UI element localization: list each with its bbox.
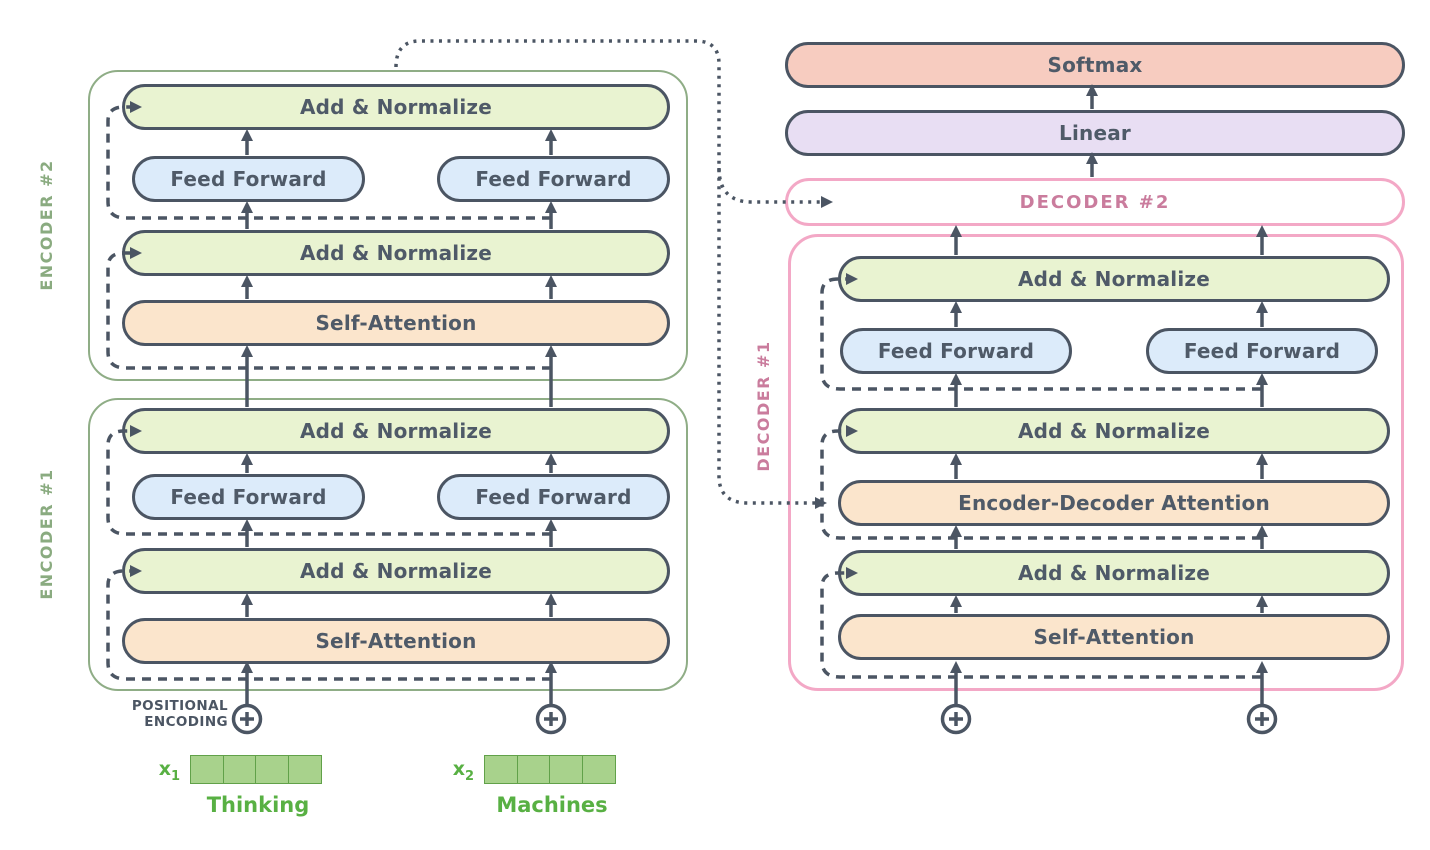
plus-circle-icon — [535, 703, 567, 735]
plus-circle-icon — [231, 703, 263, 735]
embedding-x1-vector — [190, 755, 322, 784]
input-word-machines: Machines — [496, 793, 608, 817]
plus-circle-icon — [940, 703, 972, 735]
decoder1-self-attention: Self-Attention — [838, 614, 1390, 660]
encoder2-self-attention: Self-Attention — [122, 300, 670, 346]
encoder1-feed-forward-right: Feed Forward — [437, 474, 670, 520]
encoder2-label: ENCODER #2 — [36, 159, 56, 291]
softmax-box: Softmax — [785, 42, 1405, 88]
decoder1-encoder-decoder-attention: Encoder-Decoder Attention — [838, 480, 1390, 526]
encoder1-feed-forward-left: Feed Forward — [132, 474, 365, 520]
encoder1-self-attention: Self-Attention — [122, 618, 670, 664]
decoder1-feed-forward-right: Feed Forward — [1146, 328, 1378, 374]
positional-encoding-label: POSITIONAL ENCODING — [96, 698, 228, 730]
linear-box: Linear — [785, 110, 1405, 156]
embedding-cell — [484, 755, 518, 784]
encoder2-add-normalize-mid: Add & Normalize — [122, 230, 670, 276]
embedding-x2-label: x2 — [422, 758, 474, 784]
encoder2-feed-forward-right: Feed Forward — [437, 156, 670, 202]
encoder1-add-normalize-top: Add & Normalize — [122, 408, 670, 454]
embedding-cell — [255, 755, 289, 784]
embedding-x2-subscript: 2 — [464, 768, 474, 784]
embedding-cell — [549, 755, 583, 784]
decoder1-add-normalize-top: Add & Normalize — [838, 256, 1390, 302]
encoder1-add-normalize-mid: Add & Normalize — [122, 548, 670, 594]
decoder1-feed-forward-left: Feed Forward — [840, 328, 1072, 374]
embedding-x2-vector — [484, 755, 616, 784]
encoder2-feed-forward-left: Feed Forward — [132, 156, 365, 202]
embedding-x1-symbol: x — [158, 758, 171, 780]
embedding-x2-symbol: x — [452, 758, 465, 780]
embedding-cell — [190, 755, 224, 784]
positional-plus-icons — [231, 703, 1278, 735]
positional-encoding-line1: POSITIONAL — [131, 698, 228, 714]
embedding-cell — [516, 755, 551, 784]
plus-circle-icon — [1246, 703, 1278, 735]
decoder2-box: DECODER #2 — [785, 178, 1405, 226]
encoder2-add-normalize-top: Add & Normalize — [122, 84, 670, 130]
decoder1-add-normalize-bottom: Add & Normalize — [838, 550, 1390, 596]
embedding-x1-label: x1 — [128, 758, 180, 784]
input-word-thinking: Thinking — [206, 793, 310, 817]
positional-encoding-line2: ENCODING — [144, 714, 228, 730]
embedding-cell — [222, 755, 257, 784]
embedding-cell — [581, 755, 616, 784]
encoder1-container — [88, 398, 688, 691]
decoder1-label: DECODER #1 — [753, 340, 773, 472]
embedding-cell — [287, 755, 322, 784]
encoder1-label: ENCODER #1 — [36, 468, 56, 600]
embedding-x1-subscript: 1 — [170, 768, 180, 784]
decoder1-add-normalize-mid: Add & Normalize — [838, 408, 1390, 454]
